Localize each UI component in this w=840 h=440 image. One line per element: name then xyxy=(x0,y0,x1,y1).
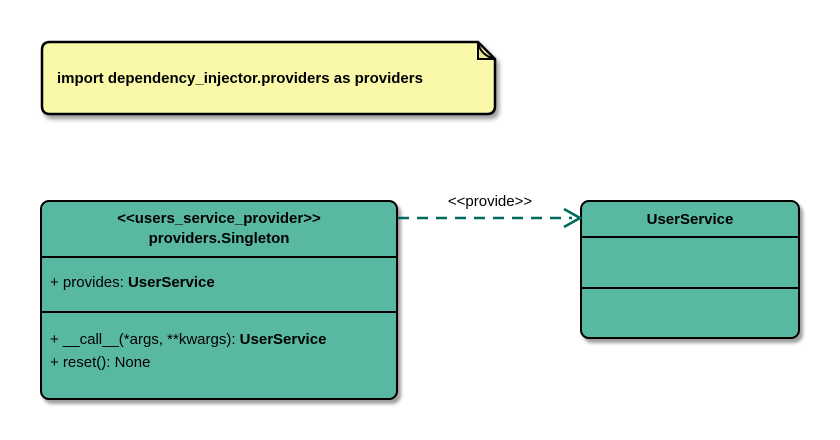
note-body xyxy=(40,40,497,116)
class-singleton-attributes: + provides: UserService xyxy=(42,258,396,313)
note-fold-corner-icon xyxy=(477,41,496,60)
attribute-provides-type: UserService xyxy=(127,274,215,291)
method-call-prefix: + __call__(*args, **kwargs): xyxy=(50,331,240,348)
note-shape xyxy=(40,40,497,116)
class-box-singleton: <<users_service_provider>> providers.Sin… xyxy=(40,200,398,400)
class-singleton-methods: + __call__(*args, **kwargs): UserService… xyxy=(42,313,396,398)
provide-dependency-arrow xyxy=(398,207,583,229)
class-userservice-attributes-empty xyxy=(582,238,798,289)
method-call-type: UserService xyxy=(239,331,327,348)
class-userservice-name: UserService xyxy=(646,210,734,228)
method-call: + __call__(*args, **kwargs): UserService xyxy=(50,328,388,351)
provide-arrow-label: <<provide>> xyxy=(447,193,533,210)
note-text: import dependency_injector.providers as … xyxy=(57,69,423,87)
class-box-userservice: UserService xyxy=(580,200,800,339)
attribute-provides: + provides: UserService xyxy=(50,274,215,291)
class-singleton-header: <<users_service_provider>> providers.Sin… xyxy=(42,202,396,258)
class-userservice-header: UserService xyxy=(582,202,798,238)
note-import-statement: import dependency_injector.providers as … xyxy=(40,40,498,118)
attribute-provides-prefix: + provides: xyxy=(50,274,128,291)
class-singleton-name: providers.Singleton xyxy=(148,230,290,247)
class-singleton-stereotype: <<users_service_provider>> xyxy=(117,210,321,227)
method-reset: + reset(): None xyxy=(50,354,151,371)
arrowhead-icon xyxy=(563,207,583,229)
class-userservice-methods-empty xyxy=(582,289,798,333)
